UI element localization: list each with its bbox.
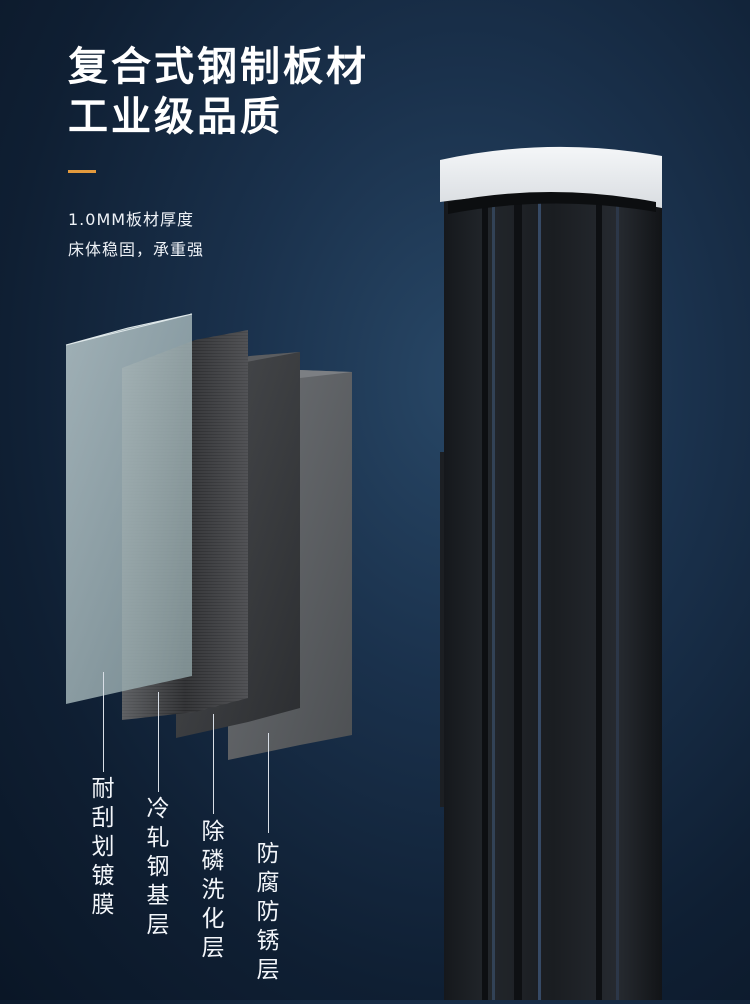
layer-label-2: 冷轧钢基层 [146,796,170,938]
layer-label-4: 防腐防锈层 [256,841,280,983]
subtext-line-1: 1.0MM板材厚度 [68,210,195,229]
subtext: 1.0MM板材厚度 床体稳固，承重强 [68,205,204,265]
layer-label-3: 除磷洗化层 [201,819,225,961]
headline: 复合式钢制板材 工业级品质 [68,42,369,142]
headline-line-1: 复合式钢制板材 [68,44,369,90]
layer-label-1: 耐刮划镀膜 [91,776,115,918]
headline-line-2: 工业级品质 [68,94,283,140]
steel-pole-illustration [420,130,700,1000]
layer-panel-1 [65,313,193,704]
leader-line-1 [103,672,104,772]
subtext-line-2: 床体稳固，承重强 [68,240,205,259]
leader-line-4 [268,733,269,833]
leader-line-2 [158,692,159,792]
accent-divider [68,170,96,173]
leader-line-3 [213,714,214,814]
material-layers-illustration [65,313,352,760]
